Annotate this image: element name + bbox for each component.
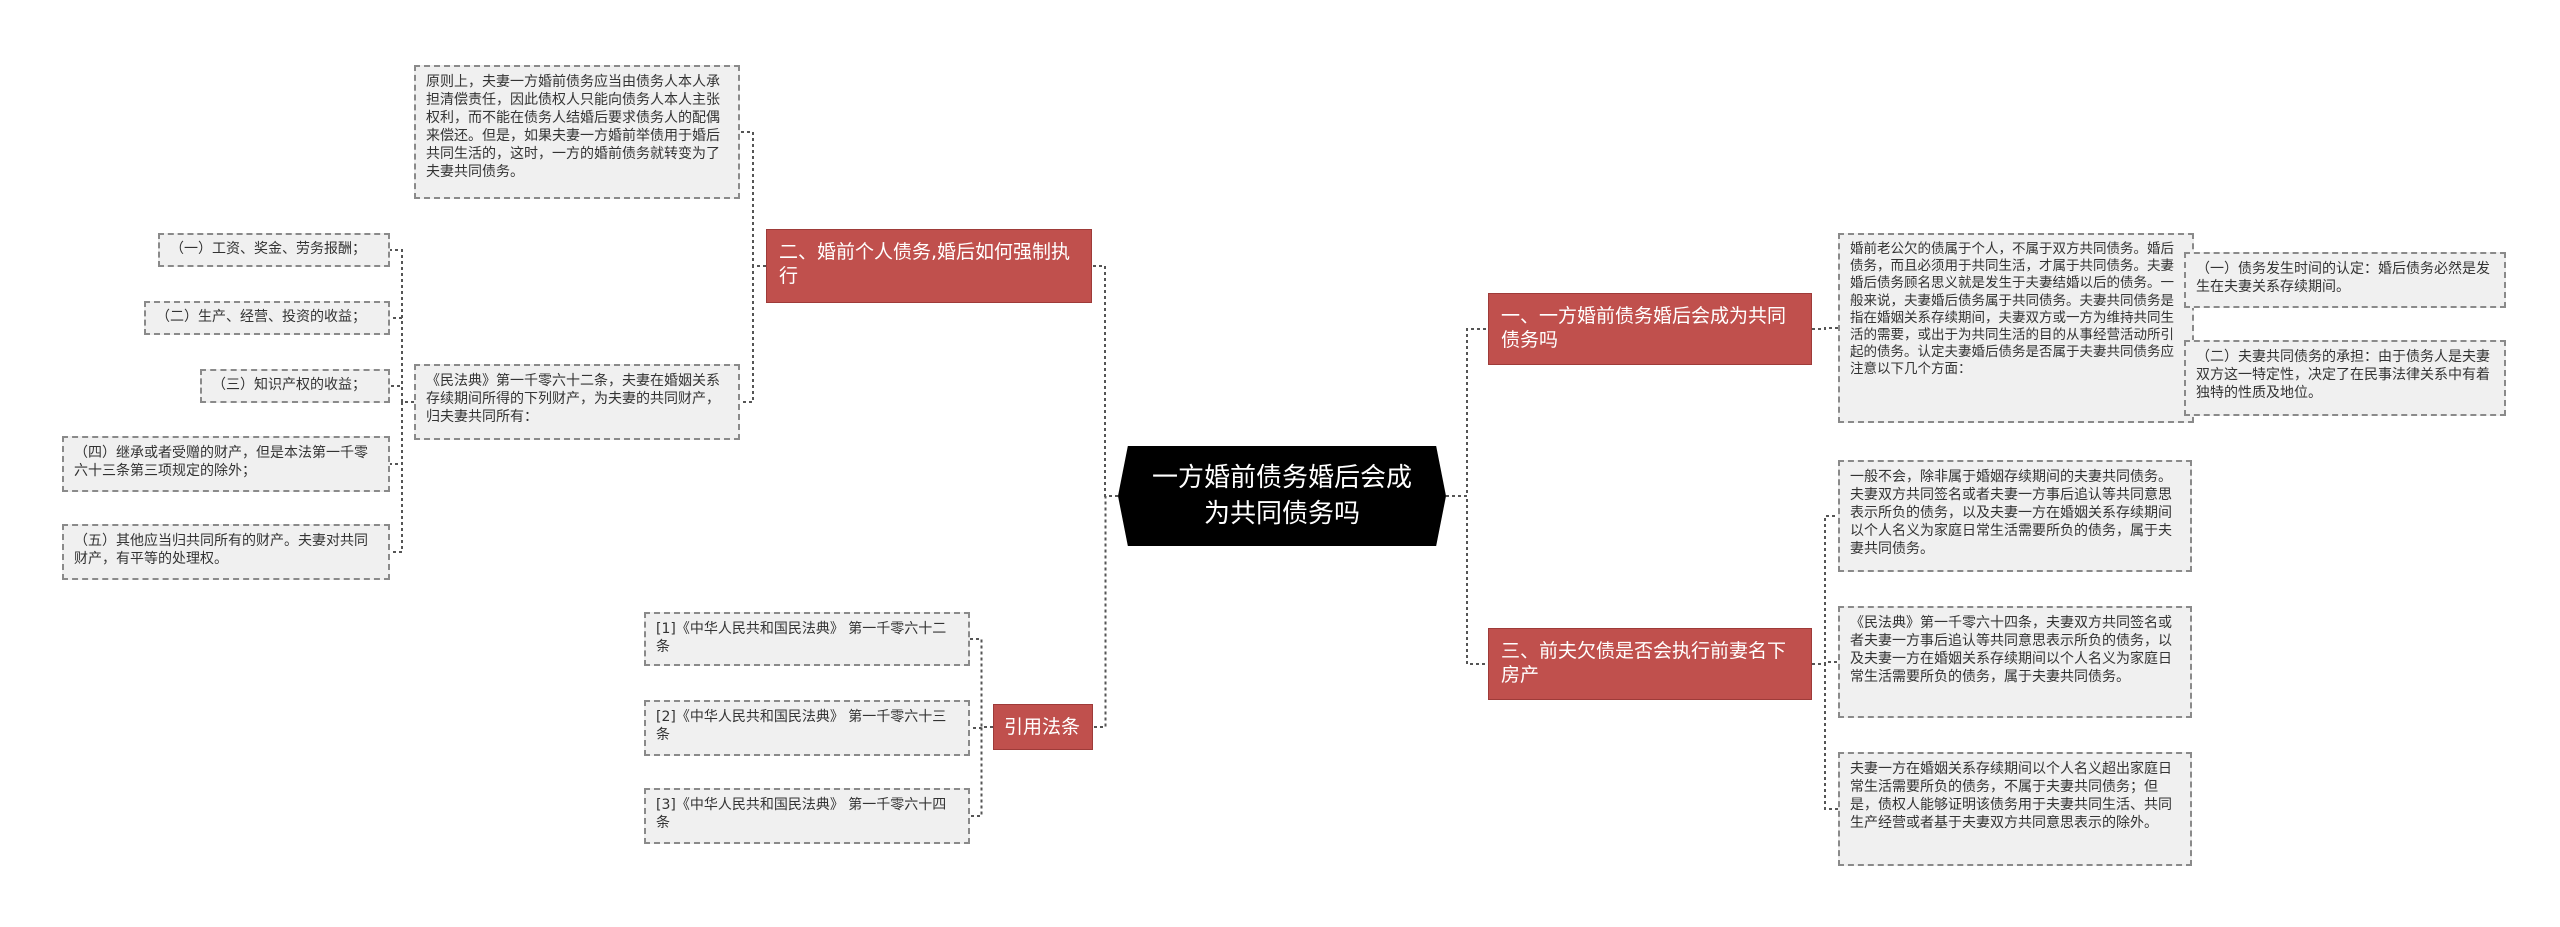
branch-1-sub-2[interactable]: （二）夫妻共同债务的承担：由于债务人是夫妻双方这一特定性，决定了在民事法律关系中… [2184, 340, 2506, 416]
branch-2-detail-1[interactable]: 原则上，夫妻一方婚前债务应当由债务人本人承担清偿责任，因此债权人只能向债务人本人… [414, 65, 740, 199]
branch-3-item-1[interactable]: 一般不会，除非属于婚姻存续期间的夫妻共同债务。夫妻双方共同签名或者夫妻一方事后追… [1838, 460, 2192, 572]
branch-2-item-2[interactable]: （二）生产、经营、投资的收益； [144, 301, 390, 335]
connector-root-topic-branch-4 [1093, 495, 1118, 728]
branch-2-item-5[interactable]: （五）其他应当归共同所有的财产。夫妻对共同财产，有平等的处理权。 [62, 524, 390, 580]
branch-2-item-1[interactable]: （一）工资、奖金、劳务报酬； [158, 233, 390, 267]
connector-branch-4-citation-3 [970, 726, 993, 817]
connector-branch-2-detail-2-branch-2-item-5 [390, 401, 414, 553]
connector-root-topic-branch-3 [1446, 495, 1488, 665]
connector-branch-2-detail-2-branch-2-item-3 [390, 385, 414, 403]
connector-root-topic-branch-2 [1092, 265, 1118, 497]
branch-1-detail[interactable]: 婚前老公欠的债属于个人，不属于双方共同债务。婚后债务，而且必须用于共同生活，才属… [1838, 233, 2194, 423]
root-topic[interactable]: 一方婚前债务婚后会成为共同债务吗 [1118, 446, 1446, 546]
branch-2-item-4[interactable]: （四）继承或者受赠的财产，但是本法第一千零六十三条第三项规定的除外； [62, 436, 390, 492]
branch-2-item-3[interactable]: （三）知识产权的收益； [200, 369, 390, 403]
connector-root-topic-branch-1 [1446, 328, 1488, 497]
connector-branch-3-branch-3-item-3 [1812, 663, 1838, 810]
branch-1-sub-1[interactable]: （一）债务发生时间的认定：婚后债务必然是发生在夫妻关系存续期间。 [2184, 252, 2506, 308]
branch-4[interactable]: 引用法条 [993, 704, 1093, 750]
citation-1[interactable]: [1]《中华人民共和国民法典》 第一千零六十二条 [644, 612, 970, 666]
connector-branch-2-detail-2-branch-2-item-1 [390, 249, 414, 403]
branch-3-item-2[interactable]: 《民法典》第一千零六十四条，夫妻双方共同签名或者夫妻一方事后追认等共同意思表示所… [1838, 606, 2192, 718]
connector-branch-2-branch-2-detail-2 [740, 265, 766, 403]
connector-branch-2-branch-2-detail-1 [740, 131, 766, 267]
branch-1[interactable]: 一、一方婚前债务婚后会成为共同债务吗 [1488, 293, 1812, 365]
branch-2-detail-2[interactable]: 《民法典》第一千零六十二条，夫妻在婚姻关系存续期间所得的下列财产，为夫妻的共同财… [414, 364, 740, 440]
connector-branch-3-branch-3-item-1 [1812, 515, 1838, 665]
branch-2[interactable]: 二、婚前个人债务,婚后如何强制执行 [766, 229, 1092, 303]
connector-branch-4-citation-1 [970, 638, 993, 728]
connector-branch-1-branch-1-detail [1812, 327, 1838, 330]
branch-3-item-3[interactable]: 夫妻一方在婚姻关系存续期间以个人名义超出家庭日常生活需要所负的债务，不属于夫妻共… [1838, 752, 2192, 866]
branch-3[interactable]: 三、前夫欠债是否会执行前妻名下房产 [1488, 628, 1812, 700]
citation-2[interactable]: [2]《中华人民共和国民法典》 第一千零六十三条 [644, 700, 970, 756]
citation-3[interactable]: [3]《中华人民共和国民法典》 第一千零六十四条 [644, 788, 970, 844]
